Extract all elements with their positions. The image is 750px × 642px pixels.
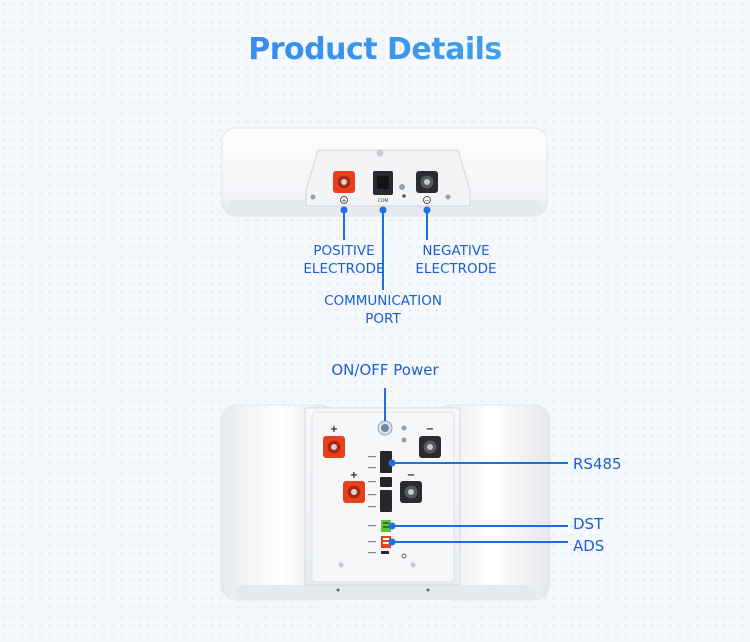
positive-terminal-2-icon bbox=[343, 481, 365, 503]
plus-mark-icon bbox=[340, 196, 348, 204]
communication-label-line2: PORT bbox=[365, 311, 401, 327]
bottom-callout-dots bbox=[388, 459, 396, 546]
positive-electrode-label: POSITIVE ELECTRODE bbox=[274, 242, 414, 278]
negative-terminal-2-icon bbox=[400, 481, 422, 503]
rs485-ports-icon bbox=[368, 451, 392, 512]
bottom-callout-lines bbox=[384, 388, 568, 543]
mount-hole-icon bbox=[376, 149, 384, 157]
top-callout-dots bbox=[340, 206, 431, 214]
on-off-power-label: ON/OFF Power bbox=[331, 361, 439, 379]
negative-terminal-1-icon bbox=[419, 436, 441, 458]
dst-label: DST bbox=[573, 515, 604, 533]
negative-label-line2: ELECTRODE bbox=[415, 261, 497, 277]
positive-label-line2: ELECTRODE bbox=[303, 261, 385, 277]
negative-electrode-label: NEGATIVE ELECTRODE bbox=[386, 242, 526, 278]
positive-terminal-1-icon bbox=[323, 436, 345, 458]
com-port-icon bbox=[373, 171, 393, 195]
communication-port-label: COMMUNICATION PORT bbox=[303, 292, 463, 328]
dst-dip-switch-icon bbox=[368, 520, 391, 532]
top-callout-lines bbox=[343, 210, 428, 290]
ads-label: ADS bbox=[573, 537, 605, 555]
minus-mark-bottom-1: − bbox=[426, 424, 434, 435]
com-mark: COM bbox=[378, 198, 389, 204]
on-off-button-icon bbox=[377, 420, 393, 436]
ads-dip-switch-icon bbox=[368, 536, 391, 548]
minus-mark: − bbox=[424, 198, 429, 205]
minus-mark-bottom-2: − bbox=[407, 470, 415, 481]
rs485-label: RS485 bbox=[573, 455, 622, 473]
positive-label-line1: POSITIVE bbox=[313, 243, 375, 259]
plus-mark-bottom-1: + bbox=[330, 424, 338, 435]
positive-terminal-icon bbox=[333, 171, 355, 193]
minus-mark-icon bbox=[423, 196, 431, 204]
communication-label-line1: COMMUNICATION bbox=[324, 293, 442, 309]
negative-terminal-icon bbox=[416, 171, 438, 193]
top-unit: + COM − bbox=[221, 127, 548, 217]
page-title: Product Details bbox=[0, 32, 750, 67]
negative-label-line1: NEGATIVE bbox=[422, 243, 490, 259]
plus-mark-bottom-2: + bbox=[350, 470, 358, 481]
plus-mark: + bbox=[341, 198, 346, 205]
bottom-unit: + − + − bbox=[220, 404, 551, 601]
